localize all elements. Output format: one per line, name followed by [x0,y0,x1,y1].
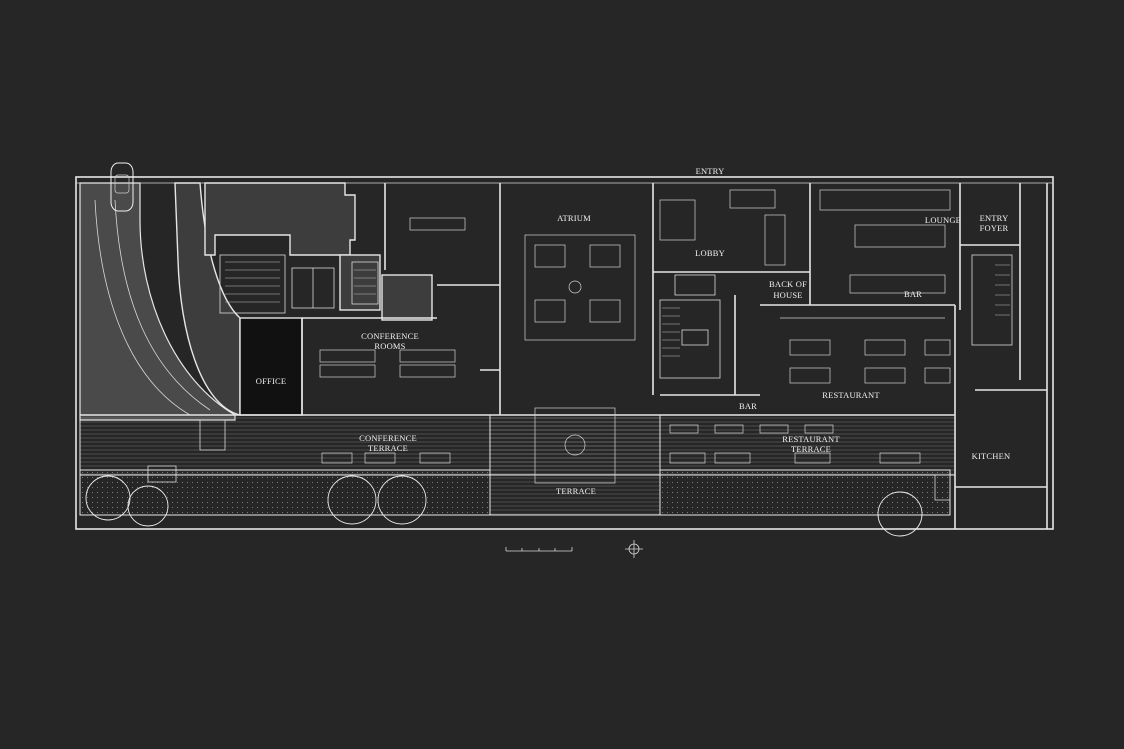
label-conference-terrace-1: CONFERENCE [359,433,417,443]
restaurant-tables [780,317,951,384]
label-lobby: LOBBY [695,248,725,258]
stair-core [659,254,1013,379]
label-bar-lower: BAR [739,401,757,411]
label-lounge: LOUNGE [925,215,961,225]
label-conference-terrace-2: TERRACE [368,443,408,453]
label-back-of-house-1: BACK OF [769,279,807,289]
scale-bar-icon [505,547,573,552]
office-room [239,317,303,416]
room-labels: ENTRY ATRIUM LOUNGE ENTRY FOYER LOBBY BA… [256,166,1011,496]
label-restaurant-terrace-1: RESTAURANT [782,434,840,444]
bar-lounge-furniture [819,189,951,294]
label-entry-foyer-1: ENTRY [980,213,1009,223]
terrace-deck [79,414,956,516]
label-kitchen: KITCHEN [972,451,1011,461]
conference-tables [319,217,466,378]
label-bar-upper: BAR [904,289,922,299]
service-core [204,182,433,321]
terrace-tables [321,407,921,484]
label-office: OFFICE [256,376,287,386]
label-atrium: ATRIUM [557,213,591,223]
label-back-of-house-2: HOUSE [773,290,802,300]
atrium-seating [524,234,636,341]
trees [85,475,923,537]
lobby-furniture [659,189,786,266]
label-restaurant-terrace-2: TERRACE [791,444,831,454]
label-entry: ENTRY [696,166,725,176]
label-restaurant: RESTAURANT [822,390,880,400]
compass-rose-icon [625,540,643,558]
label-conference-rooms-1: CONFERENCE [361,331,419,341]
label-conference-rooms-2: ROOMS [374,341,405,351]
label-entry-foyer-2: FOYER [980,223,1009,233]
label-terrace: TERRACE [556,486,596,496]
car-icon [110,162,134,212]
